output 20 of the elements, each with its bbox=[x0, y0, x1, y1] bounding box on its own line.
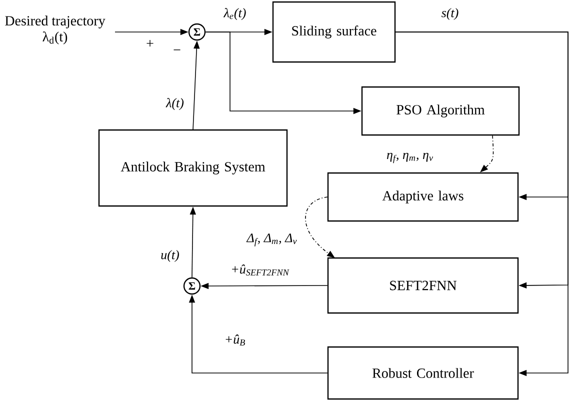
summing-junction: Σ bbox=[183, 277, 201, 295]
edge-label: +û$_{B}$ bbox=[223, 334, 247, 346]
block-box: Robust Controller bbox=[327, 346, 519, 400]
block-box: Antilock Braking System bbox=[98, 129, 288, 207]
block-box: SEFT2FNN bbox=[327, 257, 519, 314]
block-box: Adaptive laws bbox=[327, 172, 519, 222]
edge-label: η$_{f}$, η$_{m}$, η$_{v}$ bbox=[386, 152, 434, 164]
edge-label: Δ$_{f}$, Δ$_{m}$, Δ$_{v}$ bbox=[246, 232, 298, 248]
block-box: Sliding surface bbox=[272, 1, 396, 63]
arrow bbox=[395, 32, 568, 376]
edge-label: +û$_{SEFT2FNN}$ bbox=[230, 264, 290, 276]
edge-label: λ(t) bbox=[165, 97, 185, 111]
input-label: Desired trajectory λ$_{d}$(t) bbox=[5, 16, 106, 44]
summing-junction: Σ bbox=[188, 23, 206, 41]
sign-label: + bbox=[146, 40, 154, 47]
edge-label: u(t) bbox=[160, 249, 180, 263]
block-box: PSO Algorithm bbox=[361, 86, 520, 136]
edge-label: λ$_{e}$(t) bbox=[222, 7, 248, 21]
edge-label: s(t) bbox=[440, 7, 460, 21]
arrow bbox=[480, 135, 494, 172]
